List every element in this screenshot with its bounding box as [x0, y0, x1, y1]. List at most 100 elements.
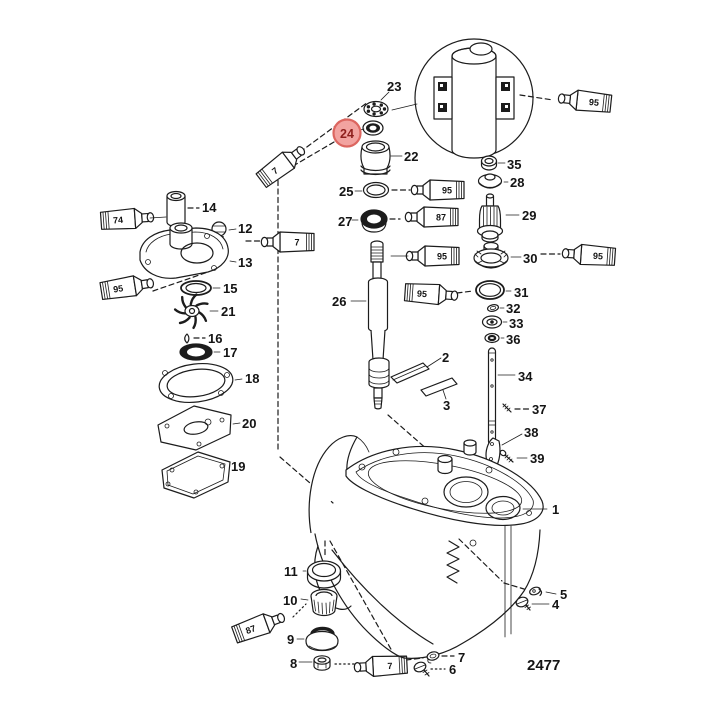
callout-6[interactable]: 6	[449, 662, 456, 677]
svg-text:7: 7	[294, 238, 299, 248]
part-28-washer	[477, 173, 509, 189]
callout-3[interactable]: 3	[443, 398, 450, 413]
callout-19[interactable]: 19	[231, 459, 245, 474]
sealant-tube-95-of-25: 95	[410, 179, 465, 201]
tube-label: 74	[113, 215, 124, 226]
part-23-bearing	[363, 91, 390, 118]
callout-23[interactable]: 23	[387, 79, 401, 94]
drawing-number: 2477	[527, 657, 560, 674]
part-34-shift-shaft	[487, 347, 516, 446]
callout-15[interactable]: 15	[223, 281, 237, 296]
svg-text:87: 87	[244, 623, 257, 636]
callout-22[interactable]: 22	[404, 149, 418, 164]
sealant-tube-7-bottom: 7	[353, 654, 409, 678]
part-22-bearing-carrier	[360, 140, 403, 176]
part-6-screw	[413, 661, 446, 677]
assembly-axis-lines	[277, 101, 525, 661]
part-15-oring	[180, 280, 221, 296]
part-16-key	[184, 333, 206, 344]
sealant-tube-95-left: 95	[99, 272, 156, 302]
sealant-tube-95-of-26: 95	[405, 245, 460, 267]
sealant-tube-87-of-27: 87	[404, 206, 459, 228]
callout-14[interactable]: 14	[202, 200, 217, 215]
part-30-gear-bearing	[473, 241, 522, 269]
callout-33[interactable]: 33	[509, 316, 523, 331]
callout-10[interactable]: 10	[283, 593, 297, 608]
part-7-plug	[426, 651, 455, 664]
callout-28[interactable]: 28	[510, 175, 524, 190]
callout-18[interactable]: 18	[245, 371, 259, 386]
svg-text:95: 95	[437, 252, 447, 262]
part-14-sleeve	[166, 190, 200, 228]
part-18-gasket	[158, 363, 243, 403]
svg-text:95: 95	[593, 251, 604, 262]
callout-17[interactable]: 17	[223, 345, 237, 360]
leader-74	[149, 216, 167, 219]
callout-25[interactable]: 25	[339, 184, 353, 199]
part-17-seal	[179, 343, 221, 361]
callout-7[interactable]: 7	[458, 650, 465, 665]
part-39-screw	[499, 449, 528, 463]
part-9-seal-carrier	[296, 626, 339, 652]
sealant-tube-95-topright: 95	[556, 87, 613, 115]
part-4-screw	[515, 596, 550, 611]
part-29-pinion-gear	[476, 193, 520, 243]
callout-13[interactable]: 13	[238, 255, 252, 270]
callout-5[interactable]: 5	[560, 587, 567, 602]
callout-36[interactable]: 36	[506, 332, 520, 347]
callout-11[interactable]: 11	[284, 564, 298, 579]
part-35-nut	[480, 155, 506, 171]
callout-2[interactable]: 2	[442, 350, 449, 365]
callout-8[interactable]: 8	[290, 656, 297, 671]
part-19-gasket	[161, 451, 231, 499]
part-20-plate	[157, 405, 241, 451]
leader-87-10	[292, 603, 307, 618]
svg-text:95: 95	[112, 283, 123, 294]
callout-38[interactable]: 38	[524, 425, 538, 440]
callout-34[interactable]: 34	[518, 369, 533, 384]
leader-95-left	[152, 271, 209, 292]
callout-12[interactable]: 12	[238, 221, 252, 236]
part-1-gearcase-housing	[308, 435, 548, 659]
part-21-impeller	[173, 293, 219, 330]
leader-95-detail	[519, 94, 554, 101]
highlight-circle-24[interactable]: 24	[332, 118, 362, 148]
callout-16[interactable]: 16	[208, 331, 222, 346]
part-37-pin	[502, 403, 530, 413]
callout-20[interactable]: 20	[242, 416, 256, 431]
callout-31[interactable]: 31	[514, 285, 528, 300]
callout-1[interactable]: 1	[552, 502, 559, 517]
callout-26[interactable]: 26	[332, 294, 346, 309]
svg-text:7: 7	[387, 661, 393, 671]
part-31-oring	[475, 280, 512, 300]
leader-95-31	[456, 290, 474, 294]
part-24-seal	[359, 120, 384, 136]
svg-text:7: 7	[270, 165, 280, 176]
callout-9[interactable]: 9	[287, 632, 294, 647]
callout-4[interactable]: 4	[552, 597, 560, 612]
callout-32[interactable]: 32	[506, 301, 520, 316]
part-25-oring	[354, 181, 411, 199]
callout-27[interactable]: 27	[338, 214, 352, 229]
part-5-fitting	[529, 586, 557, 597]
callout-39[interactable]: 39	[530, 451, 544, 466]
callout-29[interactable]: 29	[522, 208, 536, 223]
sealant-tube-7-upper: 7	[254, 140, 310, 190]
callout-21[interactable]: 21	[221, 304, 235, 319]
part-36-washer-small	[484, 332, 505, 344]
sealant-tube-87-bottomleft: 87	[230, 606, 289, 645]
callout-24[interactable]: 24	[340, 127, 354, 141]
part-27-seal	[351, 209, 401, 233]
part-26-driveshaft	[350, 240, 390, 410]
part-13-water-pump-cover	[139, 222, 237, 279]
callout-35[interactable]: 35	[507, 157, 521, 172]
part-2-plate	[390, 357, 442, 384]
part-11-bearing-race	[302, 560, 342, 589]
svg-text:95: 95	[588, 97, 599, 108]
part-8-nut	[298, 655, 331, 671]
callout-37[interactable]: 37	[532, 402, 546, 417]
svg-text:95: 95	[442, 186, 452, 196]
callout-30[interactable]: 30	[523, 251, 537, 266]
